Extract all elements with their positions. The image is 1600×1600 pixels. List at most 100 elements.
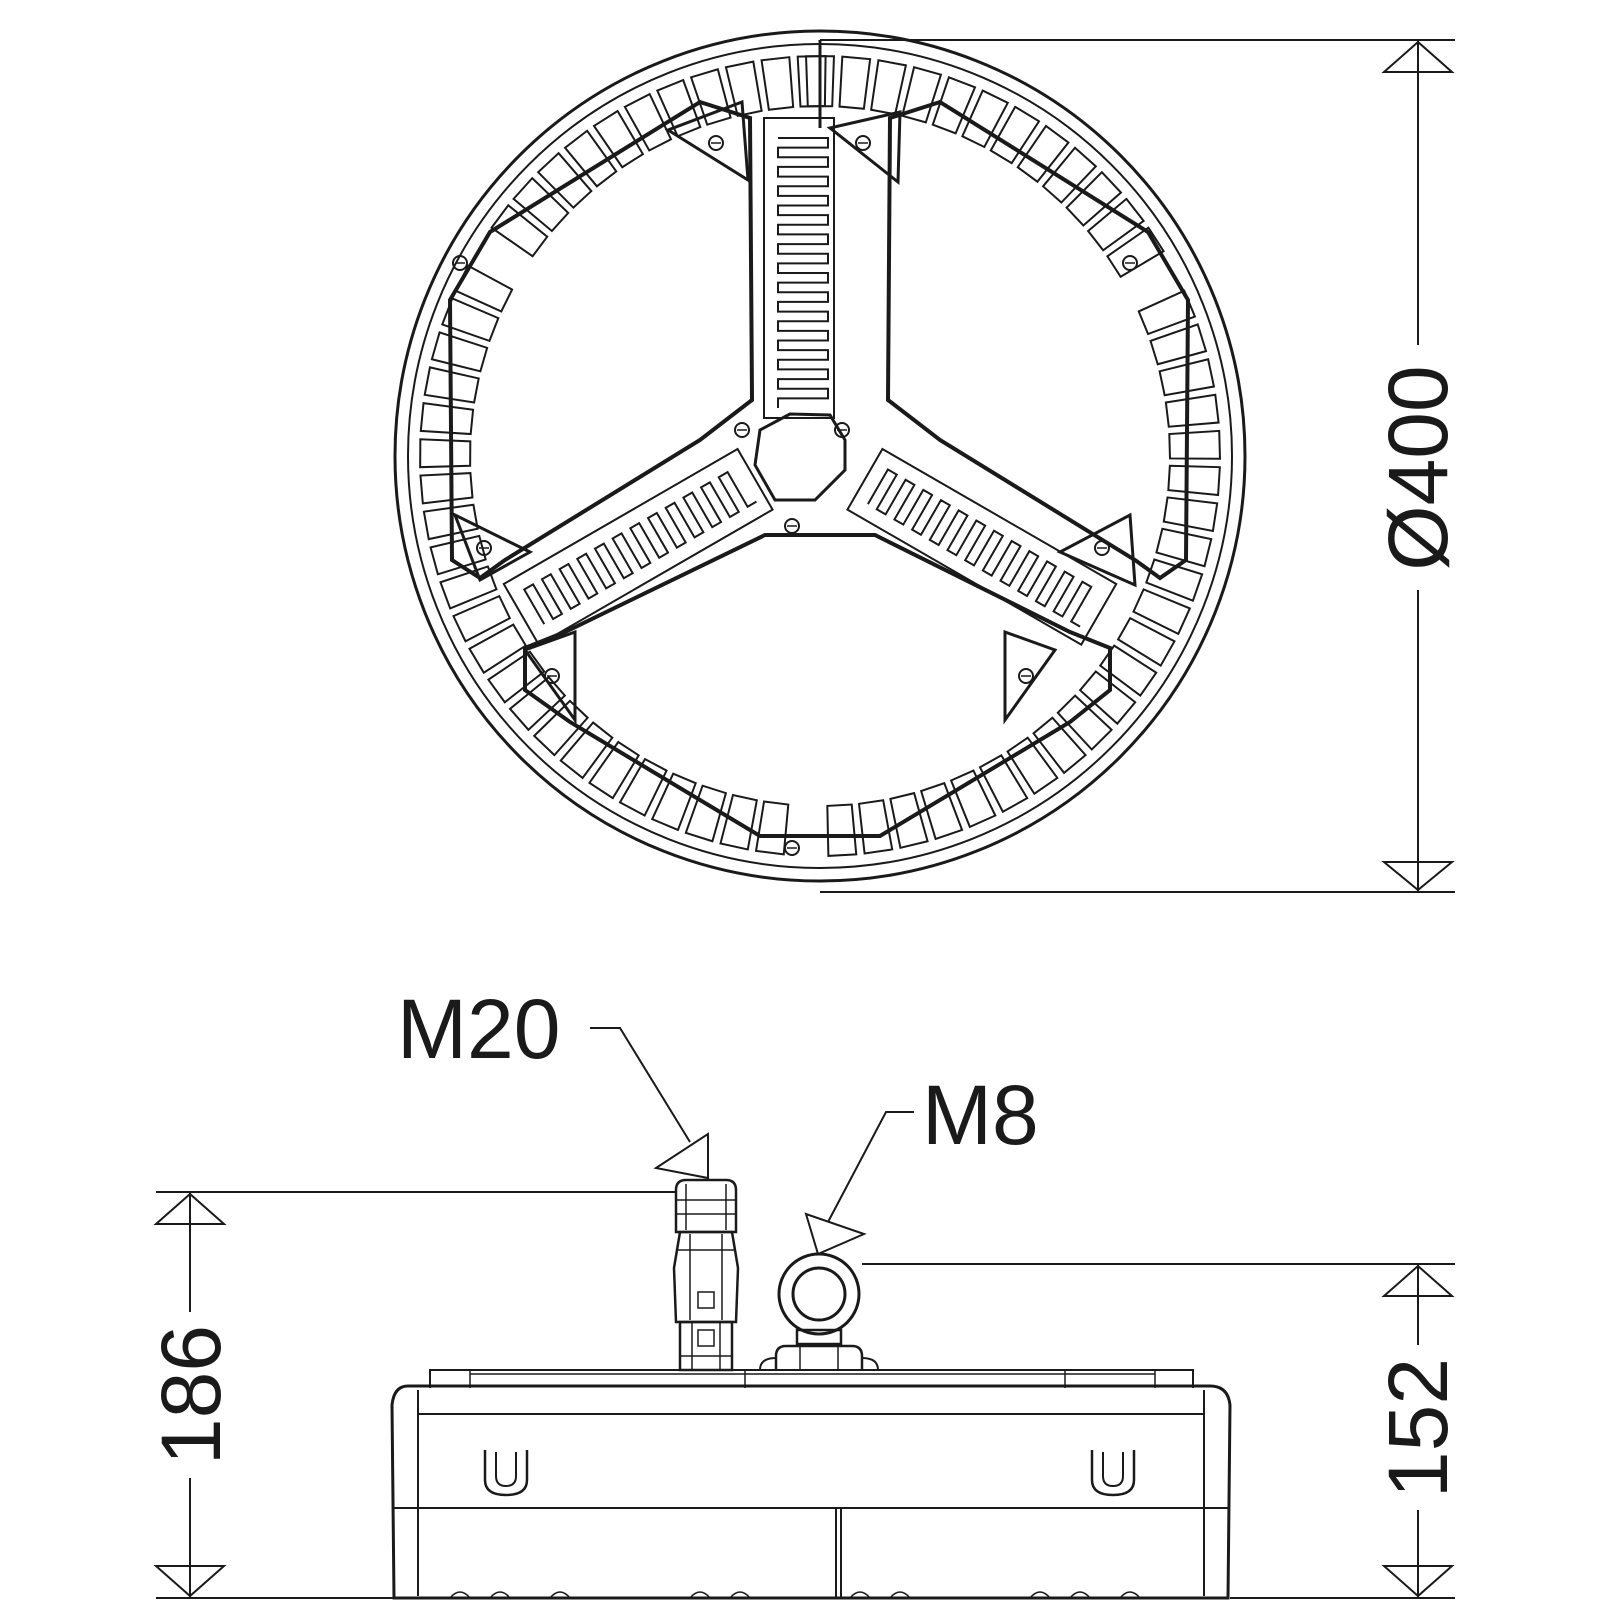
cooling-fin	[901, 65, 943, 124]
cooling-fin	[1162, 496, 1219, 533]
cooling-fin	[1149, 323, 1208, 366]
callout-eye-bolt: M8	[804, 1068, 1039, 1256]
mounting-screws	[452, 135, 1138, 856]
cooling-fin	[760, 56, 795, 111]
cooling-fin	[754, 800, 790, 856]
housing-outer-circle	[393, 29, 1247, 883]
cooling-fin	[430, 331, 489, 373]
cooling-fin	[650, 772, 697, 832]
screw	[784, 840, 800, 856]
height-dimension-eyebolt: 152	[862, 1263, 1465, 1599]
cooling-fin	[1098, 644, 1158, 698]
callout-arrow	[804, 1212, 867, 1256]
cooling-fin	[512, 176, 570, 233]
base-feet	[449, 1591, 1141, 1599]
triangular-bracket	[664, 99, 750, 183]
base-foot	[889, 1591, 911, 1599]
screw	[1094, 540, 1110, 556]
base-foot	[1069, 1591, 1091, 1599]
base-foot	[489, 1591, 511, 1599]
base-foot	[549, 1591, 571, 1599]
cooling-fin	[689, 68, 732, 126]
cooling-fin	[419, 401, 475, 436]
dim-arrow-bottom	[1381, 1565, 1455, 1598]
cooling-fin	[419, 438, 472, 469]
cooling-fin	[1032, 716, 1088, 775]
base-foot	[849, 1591, 871, 1599]
eye-bolt	[759, 1252, 879, 1371]
hexagon-frames	[447, 99, 1191, 838]
cooling-fin	[1016, 124, 1070, 184]
cooling-fin	[439, 565, 498, 610]
center-hub	[753, 40, 847, 502]
cooling-fin	[1116, 616, 1176, 667]
triangular-bracket	[826, 110, 902, 186]
cooling-fin	[618, 757, 668, 817]
screw	[708, 135, 724, 151]
cooling-fin	[1106, 226, 1165, 279]
cooling-fin	[1065, 170, 1123, 227]
cooling-fins	[419, 55, 1222, 857]
cooling-fin	[536, 151, 593, 210]
hanging-hook-right	[1090, 1450, 1136, 1497]
screw	[784, 518, 800, 534]
base-foot	[449, 1591, 471, 1599]
side-view	[390, 1178, 1232, 1600]
cooling-fin	[889, 791, 929, 850]
cooling-fin	[1155, 527, 1213, 568]
screw	[544, 668, 560, 684]
cooling-fin	[978, 754, 1029, 814]
housing-body	[390, 1384, 1232, 1600]
cooling-fin	[857, 799, 894, 855]
cooling-fin	[1158, 358, 1216, 397]
cooling-fin	[838, 55, 872, 110]
cooling-fin	[1145, 558, 1204, 602]
cooling-fin	[419, 472, 474, 505]
cooling-fin	[508, 675, 567, 732]
diameter-label: Ø400	[1371, 365, 1465, 571]
mounting-brackets	[452, 99, 1137, 725]
dim-arrow-top	[153, 1192, 227, 1225]
cooling-fin	[719, 793, 758, 851]
cooling-fin	[1132, 588, 1192, 636]
cooling-fin	[949, 769, 997, 829]
cooling-fin	[655, 78, 702, 138]
cooling-fin	[1078, 670, 1137, 726]
dim-arrow-bottom	[1381, 861, 1455, 892]
diameter-dimension: Ø400	[820, 39, 1465, 893]
cooling-fin	[623, 92, 673, 152]
cooling-fin	[796, 55, 827, 108]
cooling-fin	[532, 699, 590, 757]
cooling-fin	[1168, 429, 1222, 460]
cooling-fin	[1137, 289, 1197, 336]
base-foot	[1029, 1591, 1051, 1599]
triangular-bracket	[1003, 629, 1058, 725]
cooling-fin	[1006, 736, 1059, 796]
hexagon-frame	[885, 99, 1191, 581]
connector-arms	[502, 117, 1118, 647]
cooling-fin	[452, 594, 512, 643]
total-height-label: 186	[144, 1325, 238, 1465]
base-foot	[729, 1591, 751, 1599]
cooling-fin	[588, 740, 641, 800]
arm-left	[502, 447, 774, 647]
height-dimension-total: 186	[144, 1191, 676, 1599]
triangular-bracket	[522, 629, 577, 725]
cooling-fin	[826, 803, 858, 857]
serpentine-wire-vertical	[777, 137, 829, 408]
arm-channel-vertical	[763, 117, 835, 419]
housing-top-plate	[429, 1369, 1194, 1388]
screw	[476, 540, 492, 556]
cooling-fin	[684, 784, 728, 843]
triangular-bracket	[452, 511, 534, 583]
triangular-bracket	[1056, 512, 1137, 588]
hexagon-frame	[447, 99, 755, 581]
cooling-fin	[429, 534, 487, 576]
eyebolt-height-label: 152	[1371, 1358, 1465, 1498]
top-view	[393, 29, 1247, 883]
cable-gland	[672, 1178, 740, 1372]
cooling-fin	[989, 105, 1041, 165]
arm-right	[846, 447, 1118, 647]
cooling-fin	[869, 59, 908, 116]
